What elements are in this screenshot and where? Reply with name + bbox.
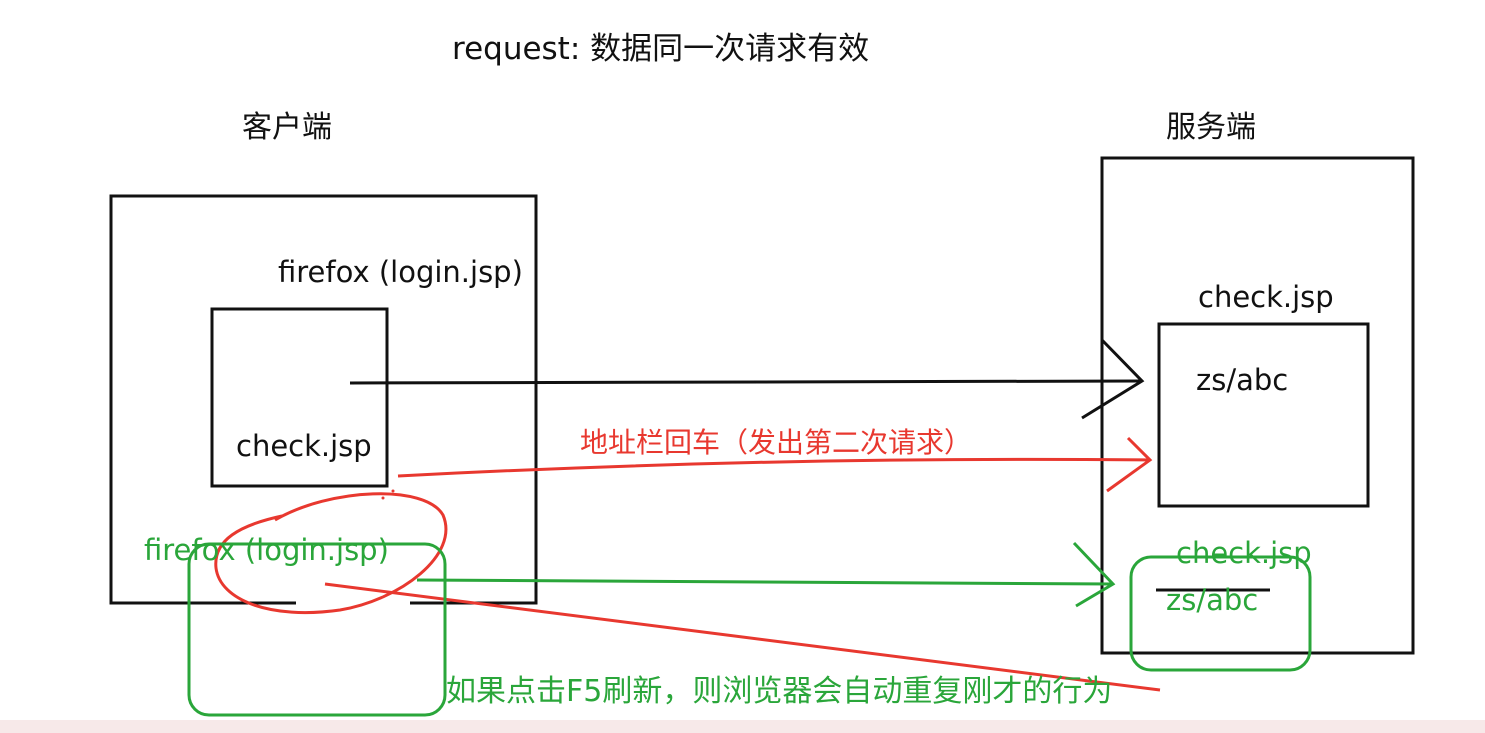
green-client-highlight: [187, 542, 447, 717]
request-arrow: [349, 379, 1141, 385]
red-pointer-line: [324, 582, 1161, 692]
diagram-title: request: 数据同一次请求有效: [452, 31, 870, 67]
server-heading: 服务端: [1166, 110, 1256, 145]
red-dot: [381, 496, 385, 500]
second-request-note: 地址栏回车（发出第二次请求）: [580, 426, 973, 459]
client-page-label: check.jsp: [236, 429, 372, 463]
red-dot: [391, 489, 395, 493]
red-ellipse: [214, 492, 448, 615]
second-request-arrow-head: [1106, 436, 1153, 493]
server-check-box: [1157, 322, 1370, 508]
green-server-data-label: zs/abc: [1166, 583, 1259, 617]
green-server-highlight: [1129, 555, 1312, 672]
second-request-arrow: [397, 457, 1151, 478]
green-browser-label: firefox (login.jsp): [144, 533, 389, 567]
server-box: [1100, 156, 1415, 655]
bottom-strip: [0, 720, 1485, 733]
client-check-box: [210, 307, 389, 488]
request-arrow-head: [1081, 338, 1145, 420]
client-browser-label: firefox (login.jsp): [278, 255, 523, 289]
refresh-arrow-head: [1072, 541, 1116, 608]
green-server-page-label: check.jsp: [1176, 536, 1312, 570]
server-page-label: check.jsp: [1198, 280, 1334, 314]
refresh-arrow: [416, 578, 1114, 586]
client-heading: 客户端: [242, 110, 332, 145]
refresh-note: 如果点击F5刷新，则浏览器会自动重复刚才的行为: [446, 674, 1113, 709]
server-data-label: zs/abc: [1196, 363, 1289, 397]
